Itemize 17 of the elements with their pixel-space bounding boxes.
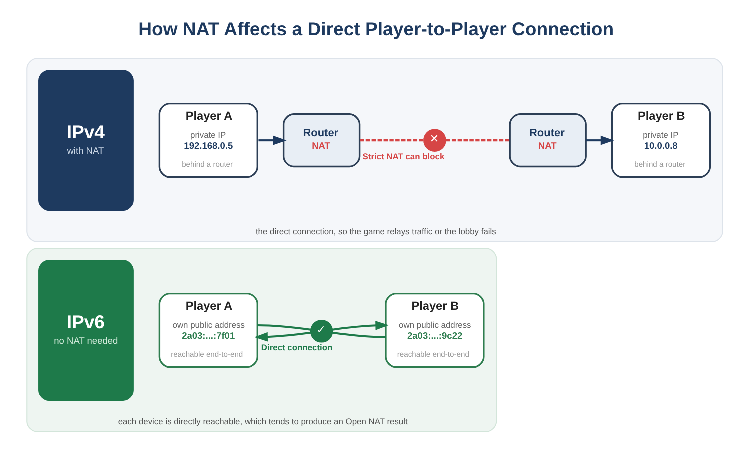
diagram-title: How NAT Affects a Direct Player-to-Player Connection xyxy=(138,18,614,40)
node-box: IPv6 no NAT needed xyxy=(38,260,134,402)
arrow xyxy=(332,321,390,331)
node-label: Strict NAT can block xyxy=(362,152,445,162)
connector xyxy=(360,140,424,142)
connector xyxy=(258,324,312,331)
arrow xyxy=(254,332,312,342)
connector xyxy=(446,140,510,142)
node-box: IPv4 with NAT xyxy=(38,70,134,212)
node-box: Router NAT xyxy=(509,114,587,168)
connector xyxy=(332,332,386,338)
node-box: Router NAT xyxy=(282,114,361,168)
node-circle: ✓ xyxy=(310,320,334,343)
arrow xyxy=(586,136,614,146)
arrow xyxy=(258,136,287,146)
node-circle: ✕ xyxy=(424,129,446,152)
node-label: Direct connection xyxy=(261,342,333,352)
